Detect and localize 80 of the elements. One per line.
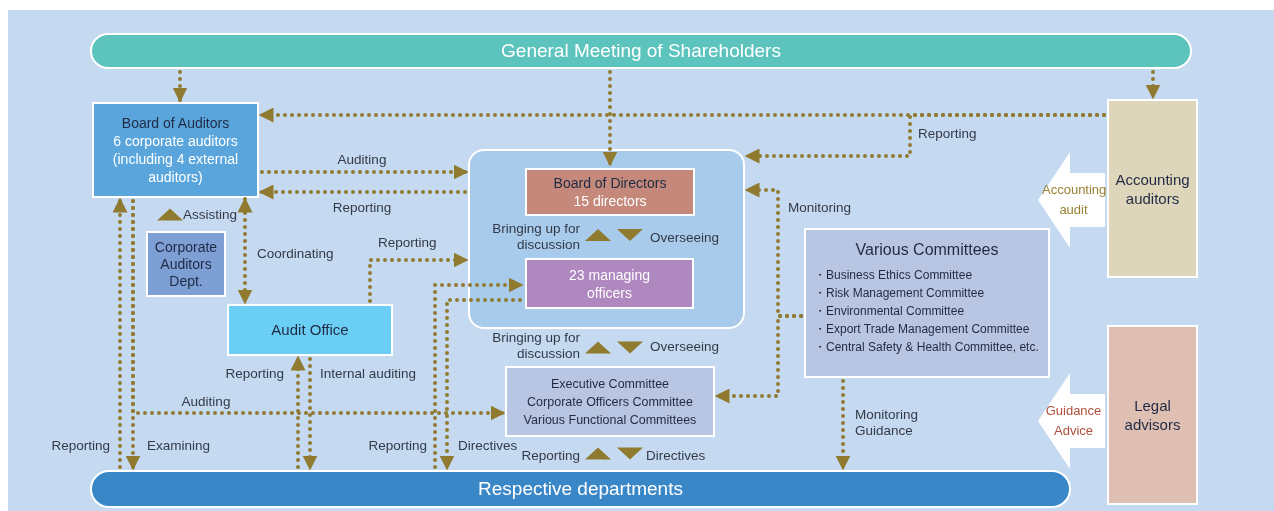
- edge-label: Monitoring: [788, 200, 852, 216]
- chevron-arrow: [617, 447, 643, 460]
- box-subtext: Various Functional Committees: [523, 411, 697, 429]
- dotted-arrow: [172, 70, 188, 103]
- edge-label: Overseeing: [650, 230, 720, 246]
- edge-label: Reporting: [918, 126, 977, 142]
- edge-label: Directives: [646, 448, 706, 464]
- dotted-arrow: [744, 113, 1106, 164]
- edge-label: Auditing: [337, 152, 387, 168]
- edge-label: Reporting: [368, 438, 427, 454]
- edge-label: Overseeing: [650, 339, 720, 355]
- edge-label: Internal auditing: [320, 366, 417, 382]
- box-label: General Meeting of Shareholders: [501, 38, 781, 63]
- edge-label: Coordinating: [257, 246, 334, 262]
- box-label: Accounting auditors: [1114, 169, 1191, 208]
- edge-label: Auditing: [181, 394, 231, 410]
- box-subtext: 6 corporate auditors (including 4 external auditors): [111, 132, 240, 186]
- box-label: Corporate Auditors Dept.: [153, 238, 219, 290]
- dotted-arrow: [290, 355, 306, 469]
- dotted-arrow: [131, 199, 506, 421]
- edge-label: Reporting: [225, 366, 284, 382]
- block-arrow: [1038, 152, 1105, 248]
- pill-banner: [90, 470, 1071, 508]
- group-box: [468, 149, 745, 329]
- dotted-arrow: [258, 184, 467, 200]
- chevron-arrow: [585, 229, 611, 241]
- arrow-label: Guidance Advice: [1044, 402, 1103, 440]
- process-box: [505, 366, 715, 437]
- edge-label: Reporting: [51, 438, 110, 454]
- chevron-arrow: [617, 341, 643, 354]
- box-subtext: Corporate Officers Committee: [527, 393, 693, 411]
- dotted-arrow: [112, 197, 128, 469]
- box-label: 23 managing officers: [568, 265, 651, 302]
- box-heading: Various Committees: [854, 240, 1000, 260]
- process-box: [227, 304, 393, 356]
- committee-list-item: ・Risk Management Committee: [814, 285, 986, 302]
- chevron-arrow: [157, 208, 183, 221]
- edge-label: Reporting: [332, 200, 392, 216]
- dotted-arrow: [368, 252, 469, 303]
- process-box: [525, 258, 694, 309]
- box-label: Executive Committee: [550, 375, 670, 393]
- dotted-arrow: [237, 197, 253, 305]
- edge-label: Bringing up for discussion: [491, 221, 580, 253]
- edge-label: Directives: [458, 438, 518, 454]
- dotted-arrow: [302, 357, 318, 471]
- box-label: Legal advisors: [1123, 396, 1182, 434]
- box-subtext: 15 directors: [573, 192, 647, 210]
- dotted-arrow: [433, 277, 524, 469]
- chevron-arrow: [585, 447, 611, 460]
- edge-label: Assisting: [183, 207, 238, 223]
- dotted-arrow: [602, 70, 618, 167]
- dotted-arrow: [714, 314, 803, 404]
- committee-list-item: ・Export Trade Management Committee: [814, 321, 1031, 338]
- dotted-arrow: [439, 298, 522, 471]
- edge-label: Bringing up for discussion: [491, 330, 580, 362]
- edge-label: Reporting: [378, 235, 437, 251]
- chevron-arrow: [585, 341, 611, 354]
- dotted-arrow: [835, 379, 851, 471]
- process-box: [1107, 99, 1198, 278]
- process-box: [1107, 325, 1198, 505]
- committee-list-item: ・Environmental Committee: [814, 303, 966, 320]
- process-box: [92, 102, 259, 198]
- dotted-arrow: [260, 164, 469, 180]
- dotted-arrow: [1145, 70, 1161, 100]
- edge-label: Monitoring Guidance: [855, 407, 920, 439]
- process-box: [146, 231, 226, 297]
- process-box: [525, 168, 695, 216]
- box-label: Audit Office: [271, 319, 349, 340]
- edge-label: Examining: [147, 438, 211, 454]
- committee-list-item: ・Business Ethics Committee: [814, 267, 974, 284]
- committee-box: [804, 228, 1050, 378]
- box-label: Respective departments: [478, 476, 683, 501]
- edge-label: Reporting: [521, 448, 580, 464]
- block-arrow: [1038, 373, 1105, 469]
- chevron-arrow: [617, 229, 643, 241]
- box-label: Board of Directors: [553, 174, 667, 192]
- committee-list-item: ・Central Safety & Health Committee, etc.: [814, 339, 1040, 356]
- pill-banner: [90, 33, 1192, 69]
- arrow-label: Accounting audit: [1042, 181, 1105, 219]
- box-label: Board of Auditors: [121, 114, 230, 132]
